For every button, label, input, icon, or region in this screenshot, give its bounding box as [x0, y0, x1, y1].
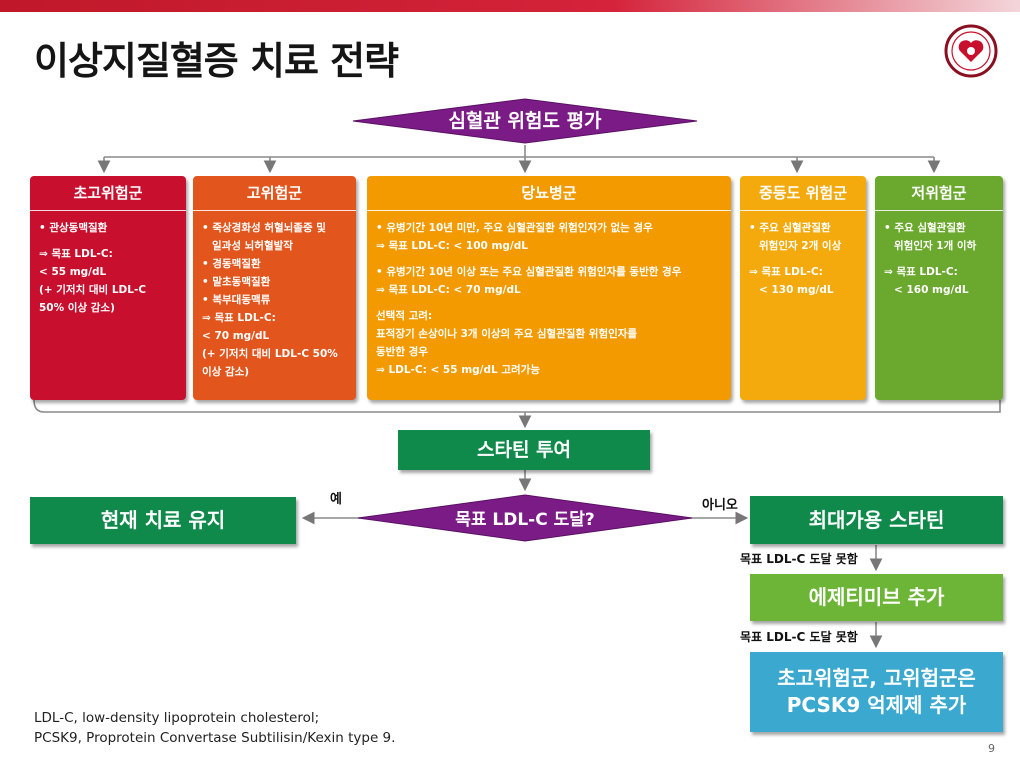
page-number: 9	[988, 742, 995, 755]
category-very-high-risk: 초고위험군 • 관상동맥질환 ⇒ 목표 LDL-C: < 55 mg/dL (+…	[30, 176, 186, 400]
maintain-treatment-box: 현재 치료 유지	[30, 497, 296, 544]
category-header: 초고위험군	[30, 176, 186, 211]
risk-assessment-diamond	[352, 98, 698, 144]
category-header: 중등도 위험군	[740, 176, 866, 211]
category-body: • 죽상경화성 허혈뇌졸중 및 일과성 뇌허혈발작 • 경동맥질환 • 말초동맥…	[202, 222, 338, 378]
footnote-line-2: PCSK9, Proprotein Convertase Subtilisin/…	[34, 730, 396, 746]
category-body: • 주요 심혈관질환 위험인자 2개 이상 ⇒ 목표 LDL-C: < 130 …	[749, 222, 842, 296]
not-reached-label-1: 목표 LDL-C 도달 못함	[740, 552, 858, 566]
category-high-risk: 고위험군 • 죽상경화성 허혈뇌졸중 및 일과성 뇌허혈발작 • 경동맥질환 •…	[193, 176, 356, 400]
footnote: LDL-C, low-density lipoprotein cholester…	[34, 708, 395, 748]
category-header: 고위험군	[193, 176, 356, 211]
page-title: 이상지질혈증 치료 전략	[34, 39, 399, 83]
top-accent-bar	[0, 0, 1020, 12]
category-moderate-risk: 중등도 위험군 • 주요 심혈관질환 위험인자 2개 이상 ⇒ 목표 LDL-C…	[740, 176, 866, 400]
pcsk9-line-1: 초고위험군, 고위험군은	[777, 666, 976, 690]
ldl-target-decision-label: 목표 LDL-C 도달?	[455, 510, 595, 530]
category-header: 당뇨병군	[367, 176, 731, 211]
society-logo-icon	[944, 24, 998, 78]
risk-assessment-label: 심혈관 위험도 평가	[448, 110, 602, 132]
pcsk9-line-2: PCSK9 억제제 추가	[786, 693, 967, 717]
max-statin-box: 최대가용 스타틴	[750, 496, 1003, 544]
not-reached-label-2: 목표 LDL-C 도달 못함	[740, 630, 858, 644]
ldl-target-decision-diamond	[357, 494, 693, 542]
category-body: • 관상동맥질환 ⇒ 목표 LDL-C: < 55 mg/dL (+ 기저치 대…	[39, 222, 147, 314]
no-label: 아니오	[702, 498, 738, 513]
ezetimibe-box: 에제티미브 추가	[750, 574, 1003, 621]
category-diabetes: 당뇨병군 • 유병기간 10년 미만, 주요 심혈관질환 위험인자가 없는 경우…	[367, 176, 731, 400]
category-body: • 유병기간 10년 미만, 주요 심혈관질환 위험인자가 없는 경우 ⇒ 목표…	[376, 222, 682, 376]
yes-label: 예	[330, 492, 342, 507]
category-header: 저위험군	[875, 176, 1003, 211]
category-low-risk: 저위험군 • 주요 심혈관질환 위험인자 1개 이하 ⇒ 목표 LDL-C: <…	[875, 176, 1003, 400]
statin-therapy-box: 스타틴 투여	[398, 430, 650, 470]
footnote-line-1: LDL-C, low-density lipoprotein cholester…	[34, 710, 320, 726]
category-body: • 주요 심혈관질환 위험인자 1개 이하 ⇒ 목표 LDL-C: < 160 …	[884, 222, 977, 296]
pcsk9-box: 초고위험군, 고위험군은 PCSK9 억제제 추가	[750, 652, 1003, 732]
